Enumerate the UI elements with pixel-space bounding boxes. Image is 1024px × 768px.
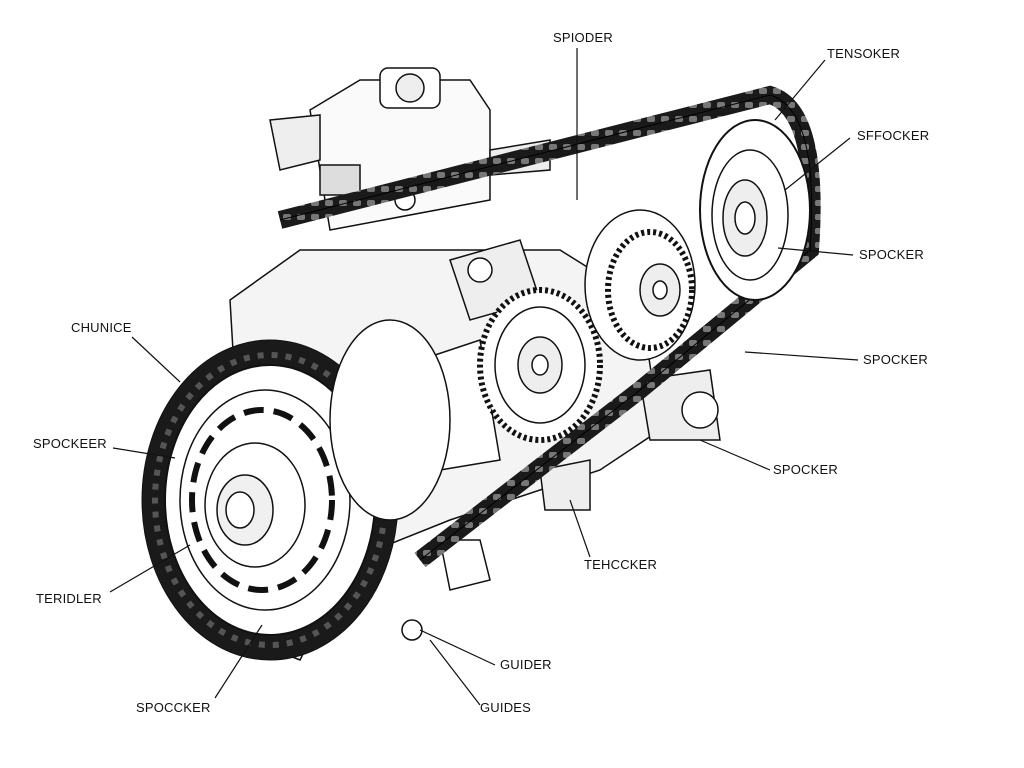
cam-sprocket-1 xyxy=(584,209,696,361)
crank-pulley xyxy=(329,319,451,521)
label-tehccker: TEHCCKER xyxy=(584,557,658,572)
label-spocker-1: SPOCKER xyxy=(859,247,924,262)
label-teridler: TERIDLER xyxy=(36,591,102,606)
label-tensoker: TENSΟKER xyxy=(827,46,901,61)
label-spocker-3: SPOCKER xyxy=(773,462,838,477)
label-sffocker: SFFOCKER xyxy=(857,128,930,143)
mid-sprocket xyxy=(477,287,603,443)
cam-sprocket-2 xyxy=(699,119,811,301)
label-guider: GUIDER xyxy=(500,657,552,672)
label-spoccker: SPOCCKER xyxy=(136,700,211,715)
label-chunice: CHUNICE xyxy=(71,320,132,335)
label-spocker-2: SPOCKER xyxy=(863,352,928,367)
label-guides: GUIDES xyxy=(480,700,532,715)
label-spockeer: SPOCKEER xyxy=(33,436,107,451)
crank-sprocket xyxy=(141,339,399,661)
timing-chain xyxy=(277,85,821,568)
label-spioder: SPIODER xyxy=(553,30,613,45)
leader-lines xyxy=(109,48,859,706)
